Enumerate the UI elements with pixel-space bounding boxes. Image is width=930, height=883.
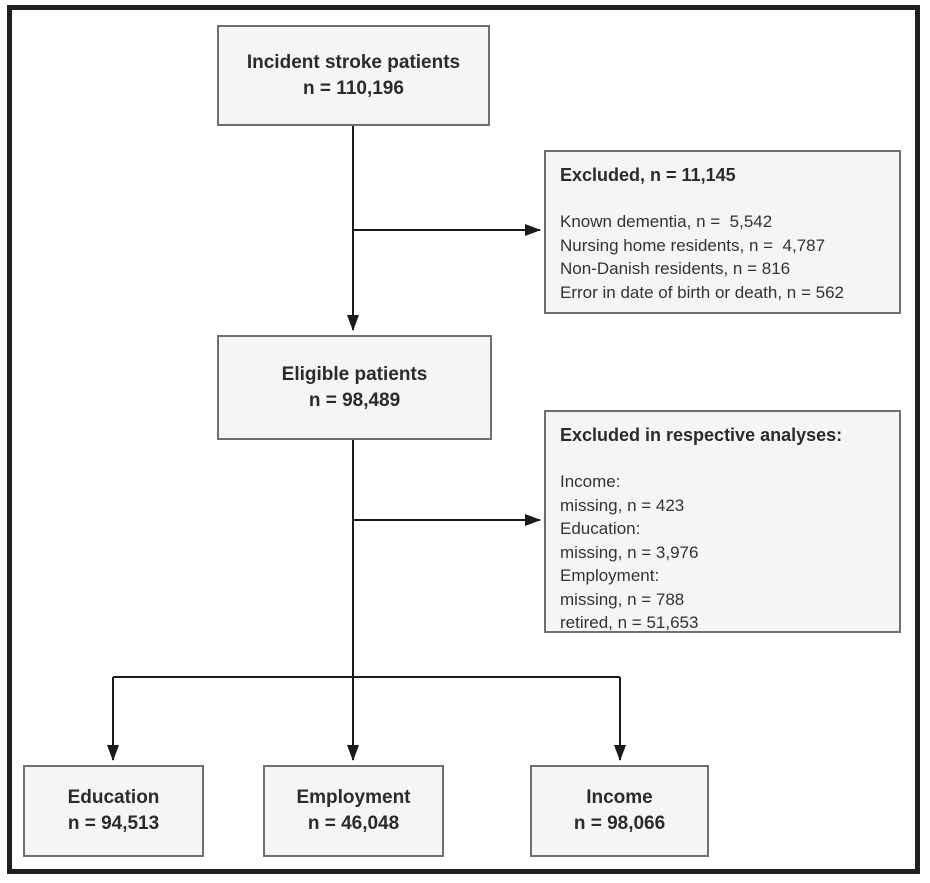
excluded-analyses-line: Education: [560, 519, 641, 538]
excluded-analyses-line: Employment: [560, 566, 660, 585]
box-income-title: Income [586, 787, 653, 808]
box-education-title: Education [67, 787, 160, 808]
excluded-analyses-line: missing, n = 3,976 [560, 542, 699, 562]
box-income: Income n = 98,066 [530, 765, 709, 857]
excluded-analyses-line: missing, n = 423 [560, 495, 685, 515]
excluded-spacer [560, 187, 885, 210]
excluded-analyses-line: missing, n = 788 [560, 589, 685, 609]
box-excluded: Excluded, n = 11,145 Known dementia, n =… [544, 150, 901, 314]
box-employment-count: n = 46,048 [307, 813, 400, 834]
box-education-count: n = 94,513 [67, 813, 160, 834]
box-employment-title: Employment [296, 787, 411, 808]
box-eligible-count: n = 98,489 [308, 389, 401, 411]
box-incident-title: Incident stroke patients [246, 51, 461, 73]
box-employment: Employment n = 46,048 [263, 765, 444, 857]
box-eligible-title: Eligible patients [281, 363, 428, 385]
box-incident-count: n = 110,196 [303, 77, 404, 99]
box-incident-stroke-patients: Incident stroke patients n = 110,196 [217, 25, 490, 126]
box-excluded-analyses: Excluded in respective analyses: Income:… [544, 410, 901, 633]
excluded-analyses-line: retired, n = 51,653 [560, 613, 699, 632]
excluded-analyses-spacer [560, 447, 885, 470]
box-income-count: n = 98,066 [573, 813, 666, 834]
box-education: Education n = 94,513 [23, 765, 204, 857]
excluded-line: Error in date of birth or death, n = 562 [560, 282, 844, 302]
excluded-analyses-line: Income: [560, 472, 621, 491]
excluded-analyses-title: Excluded in respective analyses: [560, 425, 843, 445]
box-eligible-patients: Eligible patients n = 98,489 [217, 335, 492, 440]
excluded-line: Non-Danish residents, n = 816 [560, 259, 791, 278]
excluded-line: Known dementia, n = 5,542 [560, 212, 773, 231]
excluded-line: Nursing home residents, n = 4,787 [560, 235, 826, 255]
excluded-title: Excluded, n = 11,145 [560, 165, 736, 185]
